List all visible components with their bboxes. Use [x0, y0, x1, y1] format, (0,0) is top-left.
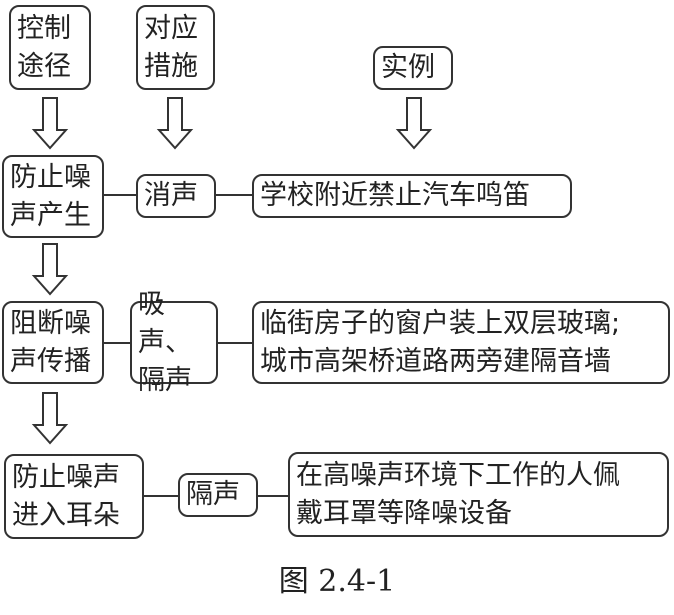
row1-path-label: 防止噪 声产生 [10, 161, 91, 231]
row1-measure-label: 消声 [144, 180, 198, 211]
header-measure: 对应 措施 [136, 5, 215, 90]
figure-caption: 图 2.4-1 [278, 564, 396, 599]
row2-measure-box: 吸声、 隔声 [130, 289, 218, 396]
header-example: 实例 [373, 46, 453, 90]
arrow-down-icon [31, 392, 69, 445]
arrow-down-icon [31, 97, 69, 150]
row3-example-box: 在高噪声环境下工作的人佩 戴耳罩等降噪设备 [288, 452, 669, 537]
header-example-label: 实例 [381, 52, 435, 83]
row1-path-box: 防止噪 声产生 [2, 155, 104, 238]
row1-measure-box: 消声 [136, 174, 216, 218]
connector-line [104, 342, 132, 344]
row1-example-box: 学校附近禁止汽车鸣笛 [252, 174, 572, 218]
connector-line [104, 194, 138, 196]
row3-measure-label: 隔声 [186, 479, 240, 510]
header-measure-label: 对应 措施 [144, 12, 198, 82]
row1-example-label: 学校附近禁止汽车鸣笛 [260, 180, 530, 211]
arrow-down-icon [156, 97, 194, 150]
row2-path-box: 阻断噪 声传播 [2, 301, 104, 384]
connector-line [216, 194, 254, 196]
row3-measure-box: 隔声 [178, 473, 258, 517]
row2-path-label: 阻断噪 声传播 [10, 307, 91, 377]
row3-path-label: 防止噪声 进入耳朵 [12, 461, 120, 531]
connector-line [258, 495, 290, 497]
connector-line [218, 342, 254, 344]
arrow-down-icon [395, 97, 433, 150]
row2-example-box: 临街房子的窗户装上双层玻璃; 城市高架桥道路两旁建隔音墙 [252, 301, 670, 384]
header-control-path: 控制 途径 [9, 5, 91, 90]
connector-line [144, 495, 180, 497]
header-control-path-label: 控制 途径 [17, 12, 71, 82]
row2-measure-label: 吸声、 隔声 [138, 288, 192, 396]
row2-example-label: 临街房子的窗户装上双层玻璃; 城市高架桥道路两旁建隔音墙 [260, 307, 621, 377]
row3-example-label: 在高噪声环境下工作的人佩 戴耳罩等降噪设备 [296, 459, 620, 529]
arrow-down-icon [31, 243, 69, 296]
row3-path-box: 防止噪声 进入耳朵 [4, 454, 144, 539]
